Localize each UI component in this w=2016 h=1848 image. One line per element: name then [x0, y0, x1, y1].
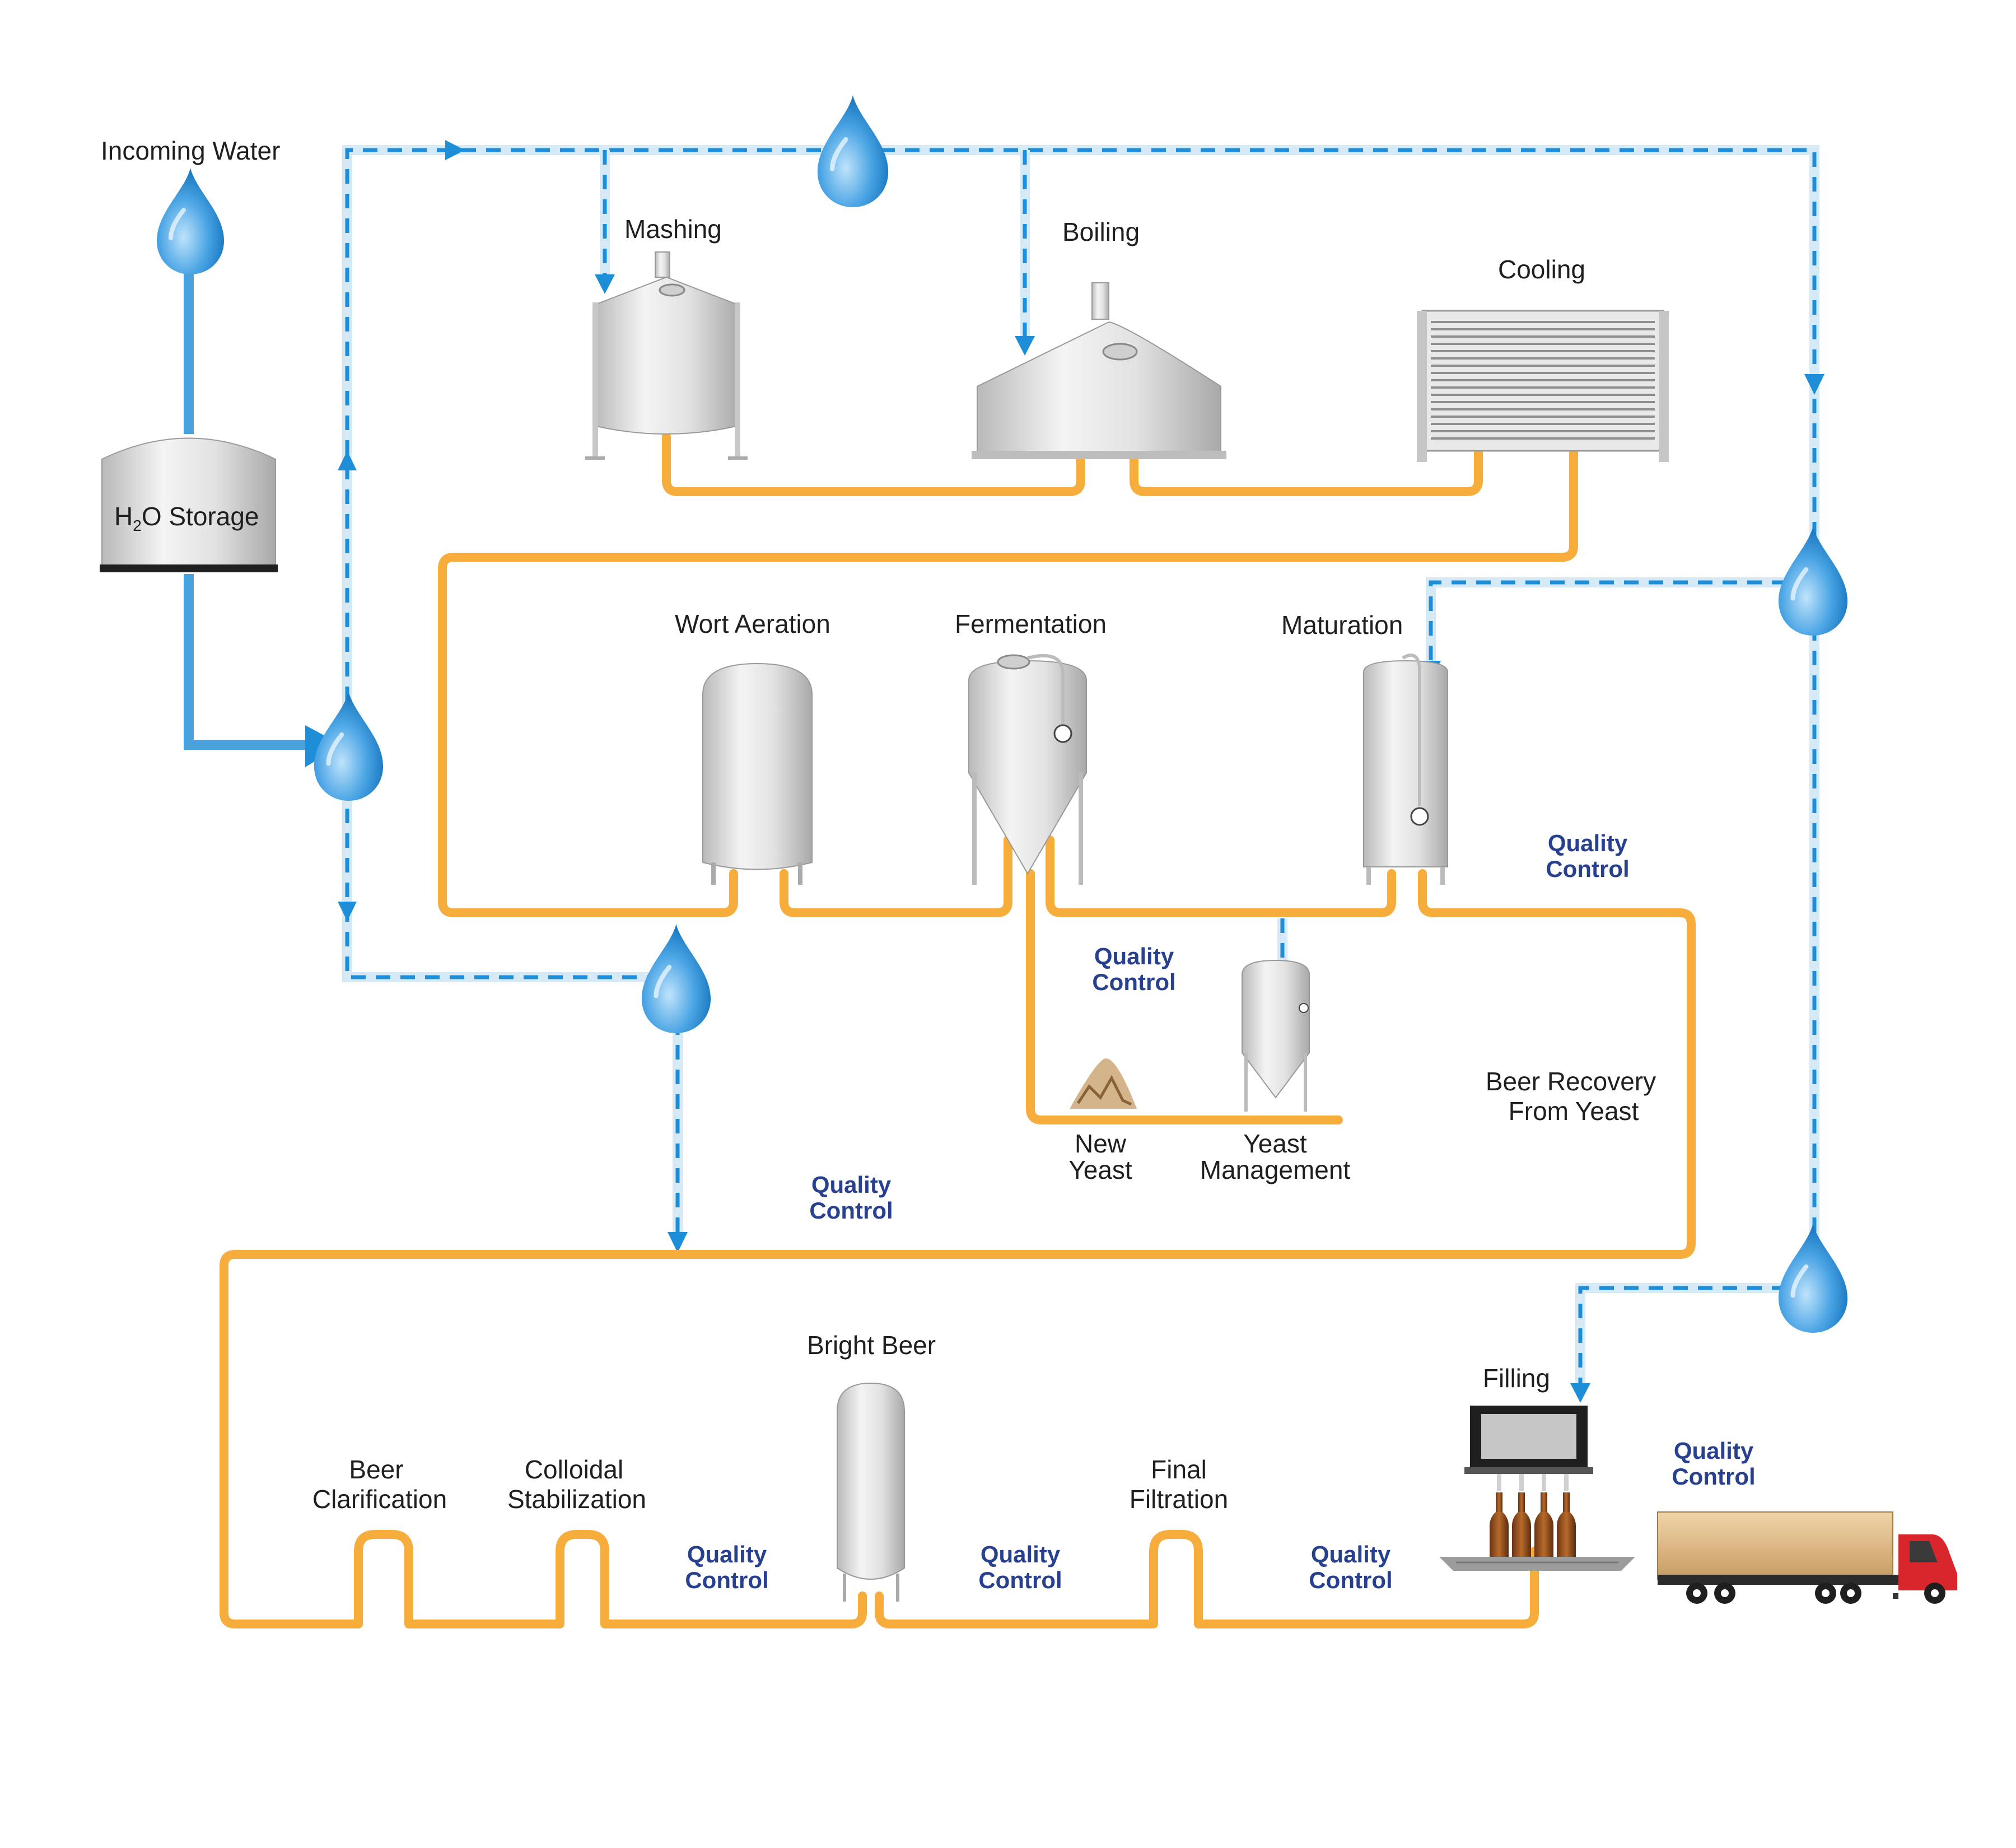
svg-text:Quality: Quality: [1094, 943, 1174, 969]
boil-to-cool-line: [1130, 448, 1483, 496]
beer-bottle-icon: [1557, 1474, 1576, 1557]
water-flow-arrow-down-right: [1804, 374, 1824, 395]
yeast-line: [1026, 869, 1343, 1124]
bright-beer-label: Bright Beer: [807, 1331, 936, 1360]
maturation-label: Maturation: [1281, 610, 1403, 640]
svg-text:Control: Control: [978, 1567, 1062, 1593]
water-right-descent: [1575, 577, 1819, 1389]
quality-control-label: Quality Control: [809, 1172, 893, 1224]
new-yeast-label-line1: New: [1075, 1129, 1127, 1158]
beer-recovery-label-line2: From Yeast: [1509, 1096, 1639, 1126]
svg-text:Quality: Quality: [1548, 830, 1628, 856]
svg-text:Quality: Quality: [687, 1541, 767, 1567]
water-flow-arrow-right: [445, 140, 465, 160]
beer-lines: [220, 432, 1696, 1628]
water-drop-icon: [314, 692, 383, 801]
filling-machine: [1439, 1406, 1635, 1571]
delivery-truck-icon: [1657, 1511, 1957, 1604]
water-left-descent: [342, 784, 683, 1240]
aeration-to-fermentation-line: [780, 836, 1012, 917]
water-to-maturation: [1426, 577, 1786, 666]
h2o-storage-tank: [100, 437, 278, 572]
incoming-water-drop-icon: [157, 168, 224, 274]
svg-text:Control: Control: [809, 1197, 893, 1224]
boiling-label: Boiling: [1062, 217, 1140, 246]
water-to-filling-arrow: [1570, 1383, 1590, 1403]
final-filtration-label-line1: Final: [1151, 1455, 1207, 1484]
svg-text:Quality: Quality: [1311, 1541, 1391, 1567]
beer-clarification-label-line1: Beer: [349, 1455, 403, 1484]
wort-aeration-tank: [702, 662, 813, 885]
svg-text:Control: Control: [1092, 969, 1175, 995]
svg-text:Quality: Quality: [1674, 1438, 1754, 1464]
incoming-water-label: Incoming Water: [101, 136, 280, 165]
wort-aeration-label: Wort Aeration: [675, 609, 830, 638]
svg-text:Quality: Quality: [811, 1172, 892, 1198]
new-yeast-label-line2: Yeast: [1068, 1155, 1132, 1184]
svg-text:Control: Control: [685, 1567, 768, 1593]
colloidal-stabilization-label-line2: Stabilization: [507, 1485, 646, 1514]
cool-to-aeration-line: [438, 448, 1578, 917]
yeast-management-label-line2: Management: [1200, 1155, 1351, 1184]
beer-bottle-icon: [1534, 1474, 1553, 1557]
yeast-management-label-line1: Yeast: [1243, 1129, 1307, 1158]
svg-text:Control: Control: [1546, 856, 1629, 882]
beer-recovery-label-line1: Beer Recovery: [1486, 1067, 1656, 1096]
water-to-bottom-arrow: [668, 1232, 688, 1253]
beer-bottle-icon: [1490, 1474, 1509, 1557]
water-drop-icon: [818, 95, 888, 207]
filling-label: Filling: [1483, 1364, 1550, 1393]
quality-control-label: Quality Control: [1672, 1438, 1755, 1490]
cooling-heat-exchanger: [1417, 310, 1669, 462]
beer-bottle-icon: [1512, 1474, 1531, 1557]
quality-control-label: Quality Control: [685, 1541, 768, 1593]
water-to-boiling-arrow: [1015, 336, 1035, 356]
cooling-label: Cooling: [1498, 255, 1585, 284]
storage-outlet-pipe: [184, 574, 314, 750]
yeast-management-vessel: [1242, 959, 1310, 1112]
quality-control-label: Quality Control: [1092, 943, 1175, 995]
water-flow-arrow-up: [338, 451, 357, 470]
svg-text:Control: Control: [1672, 1463, 1755, 1490]
new-yeast-pile-icon: [1070, 1058, 1137, 1109]
quality-control-label: Quality Control: [978, 1541, 1062, 1593]
mashing-tun: [585, 251, 748, 460]
quality-control-label: Quality Control: [1546, 830, 1629, 882]
svg-text:Quality: Quality: [981, 1541, 1061, 1567]
water-flow-arrow-down-left: [338, 902, 357, 921]
quality-control-label: Quality Control: [1309, 1541, 1392, 1593]
colloidal-stabilization-label-line1: Colloidal: [525, 1455, 623, 1484]
mash-to-boil-line: [662, 432, 1085, 496]
water-drop-icon: [1779, 526, 1847, 636]
svg-text:Control: Control: [1309, 1567, 1392, 1593]
boiling-kettle: [972, 282, 1226, 459]
water-to-mashing-arrow: [595, 274, 615, 294]
fermentation-to-maturation-line: [1046, 836, 1396, 917]
maturation-to-bottom-line: [220, 869, 1696, 1628]
h2o-storage-label: H2O Storage: [114, 502, 259, 534]
beer-clarification-label-line2: Clarification: [312, 1485, 447, 1514]
water-drop-icon: [1779, 1224, 1847, 1333]
fermentation-label: Fermentation: [955, 609, 1107, 638]
bright-beer-tank: [837, 1382, 905, 1602]
final-filtration-label-line2: Filtration: [1130, 1485, 1228, 1514]
maturation-tank: [1363, 654, 1448, 885]
fermentation-tank: [968, 654, 1087, 885]
water-drop-icon: [642, 924, 711, 1033]
mashing-label: Mashing: [624, 214, 722, 244]
bright-beer-to-filling-line: [875, 1530, 1539, 1628]
